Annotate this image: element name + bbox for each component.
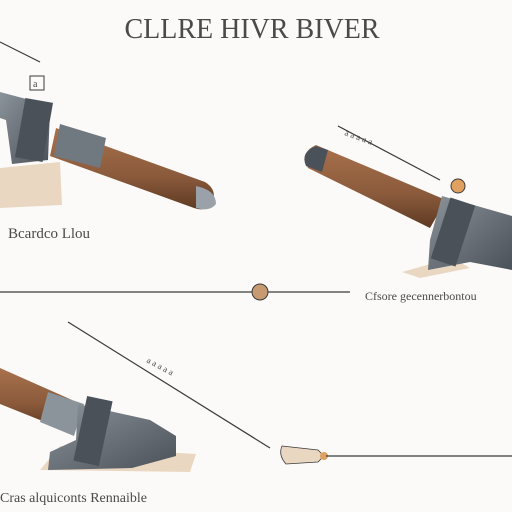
axis-marker bbox=[251, 283, 269, 301]
handle-cap bbox=[196, 186, 216, 210]
nail-tip bbox=[320, 452, 328, 460]
pointer-line-bottom bbox=[67, 321, 271, 449]
hammer-top-left: a Bcardco Llou bbox=[0, 41, 216, 242]
label-middle-right: Cfsore gecennerbontou bbox=[365, 289, 477, 303]
handle-ferrule-bottom bbox=[40, 392, 84, 436]
pivot-dot bbox=[450, 178, 466, 194]
tag-label: a bbox=[33, 79, 38, 90]
tag-label-bottom: a a a a a bbox=[145, 355, 175, 377]
hammer-bottom: a a a a a Cras alquiconts Rennaible bbox=[0, 321, 512, 506]
diagram-title: CLLRE HIVR BIVER bbox=[124, 14, 379, 45]
hammer-top-right: a a a a a bbox=[304, 125, 512, 278]
nail-bottom bbox=[280, 445, 325, 465]
handle-cap-right bbox=[304, 146, 328, 172]
tag-label-right: a a a a a bbox=[343, 127, 374, 146]
handle-ferrule bbox=[54, 124, 106, 168]
label-bottom-left: Cras alquiconts Rennaible bbox=[0, 491, 147, 506]
label-top-left: Bcardco Llou bbox=[8, 226, 91, 242]
hammer-collar-right bbox=[430, 197, 476, 267]
hammer-collar bbox=[15, 98, 53, 162]
wood-block bbox=[0, 162, 62, 208]
pointer-line-right bbox=[337, 125, 441, 181]
hammer-collar-bottom bbox=[73, 396, 113, 466]
hammer-handle-right bbox=[305, 145, 446, 228]
tag-box bbox=[29, 75, 45, 91]
pointer-line bbox=[0, 41, 41, 63]
